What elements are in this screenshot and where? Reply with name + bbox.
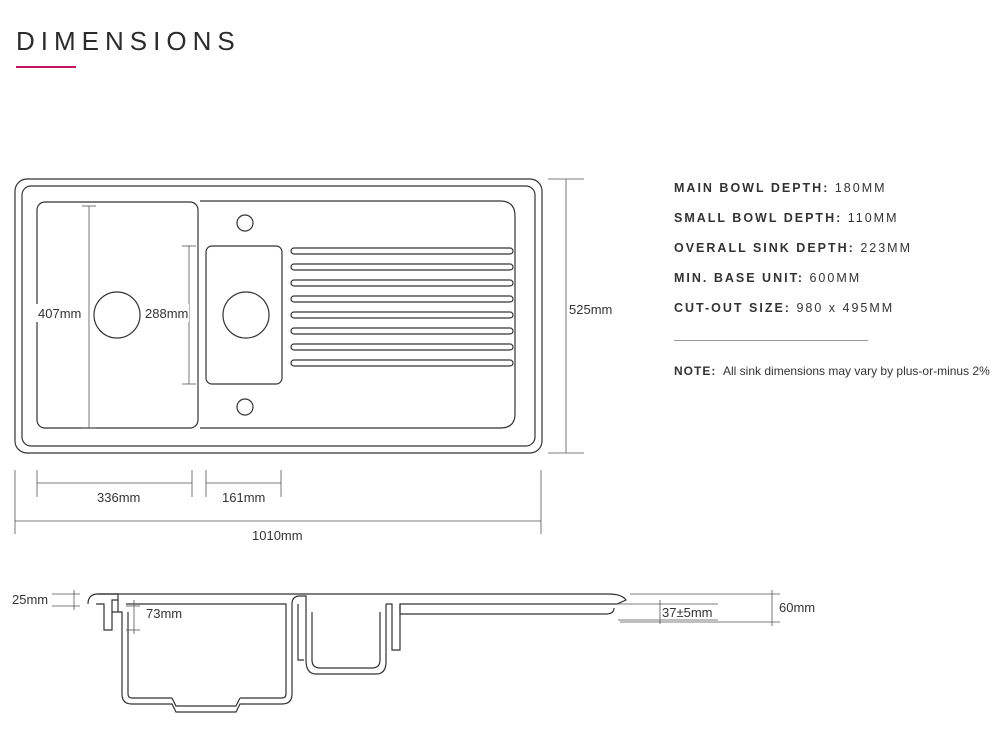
main-bowl-waste [93,291,141,339]
dim-label-overall-depth: 525mm [569,302,612,317]
spec-row-small-bowl-depth: SMALL BOWL DEPTH: 110MM [674,208,912,238]
tap-hole-top [236,214,254,232]
dim-label-bowl-width: 336mm [97,490,140,505]
note: NOTE: All sink dimensions may vary by pl… [674,364,990,378]
sink-inner-outline [21,185,536,447]
tap-hole-bottom [236,398,254,416]
spec-list: MAIN BOWL DEPTH: 180MM SMALL BOWL DEPTH:… [674,178,912,328]
note-label: NOTE: [674,364,717,378]
dim-label-small-bowl-width: 161mm [222,490,265,505]
page-title: DIMENSIONS [16,26,241,56]
dim-label-rim-height: 25mm [12,592,48,607]
drainer-groove [290,343,514,351]
title-underline [16,66,76,68]
drainer-grooves [290,247,514,367]
sink-outer-outline [14,178,543,454]
spec-divider [674,340,868,341]
spec-label: OVERALL SINK DEPTH: [674,241,855,255]
spec-label: SMALL BOWL DEPTH: [674,211,843,225]
spec-label: CUT-OUT SIZE: [674,301,791,315]
spec-row-min-base-unit: MIN. BASE UNIT: 600MM [674,268,912,298]
dim-label-bowl-height: 407mm [38,306,81,321]
drainer-groove [290,279,514,287]
spec-row-cut-out-size: CUT-OUT SIZE: 980 x 495MM [674,298,912,328]
spec-value: 180MM [834,181,887,195]
dim-label-overall-width: 1010mm [252,528,303,543]
drainer-groove [290,327,514,335]
drainer-groove [290,263,514,271]
small-bowl-waste [222,291,270,339]
side-dimension-lines [52,590,780,634]
spec-value: 980 x 495MM [796,301,895,315]
drainer-groove [290,295,514,303]
dim-label-inner-depth: 73mm [146,606,182,621]
dim-label-small-bowl-height: 288mm [145,306,188,321]
drainer-outline [200,200,516,429]
dim-label-drainer-height: 37±5mm [662,605,712,620]
drainer-groove [290,311,514,319]
spec-row-overall-sink-depth: OVERALL SINK DEPTH: 223MM [674,238,912,268]
spec-value: 223MM [860,241,913,255]
spec-row-main-bowl-depth: MAIN BOWL DEPTH: 180MM [674,178,912,208]
small-bowl [205,245,283,385]
dim-label-total-height: 60mm [779,600,815,615]
note-text: All sink dimensions may vary by plus-or-… [723,364,990,378]
spec-label: MIN. BASE UNIT: [674,271,804,285]
spec-label: MAIN BOWL DEPTH: [674,181,830,195]
side-view-profile [87,593,627,713]
spec-value: 110MM [847,211,899,225]
plan-dimension-lines [14,178,584,534]
drainer-groove [290,359,514,367]
spec-value: 600MM [809,271,862,285]
drainer-groove [290,247,514,255]
